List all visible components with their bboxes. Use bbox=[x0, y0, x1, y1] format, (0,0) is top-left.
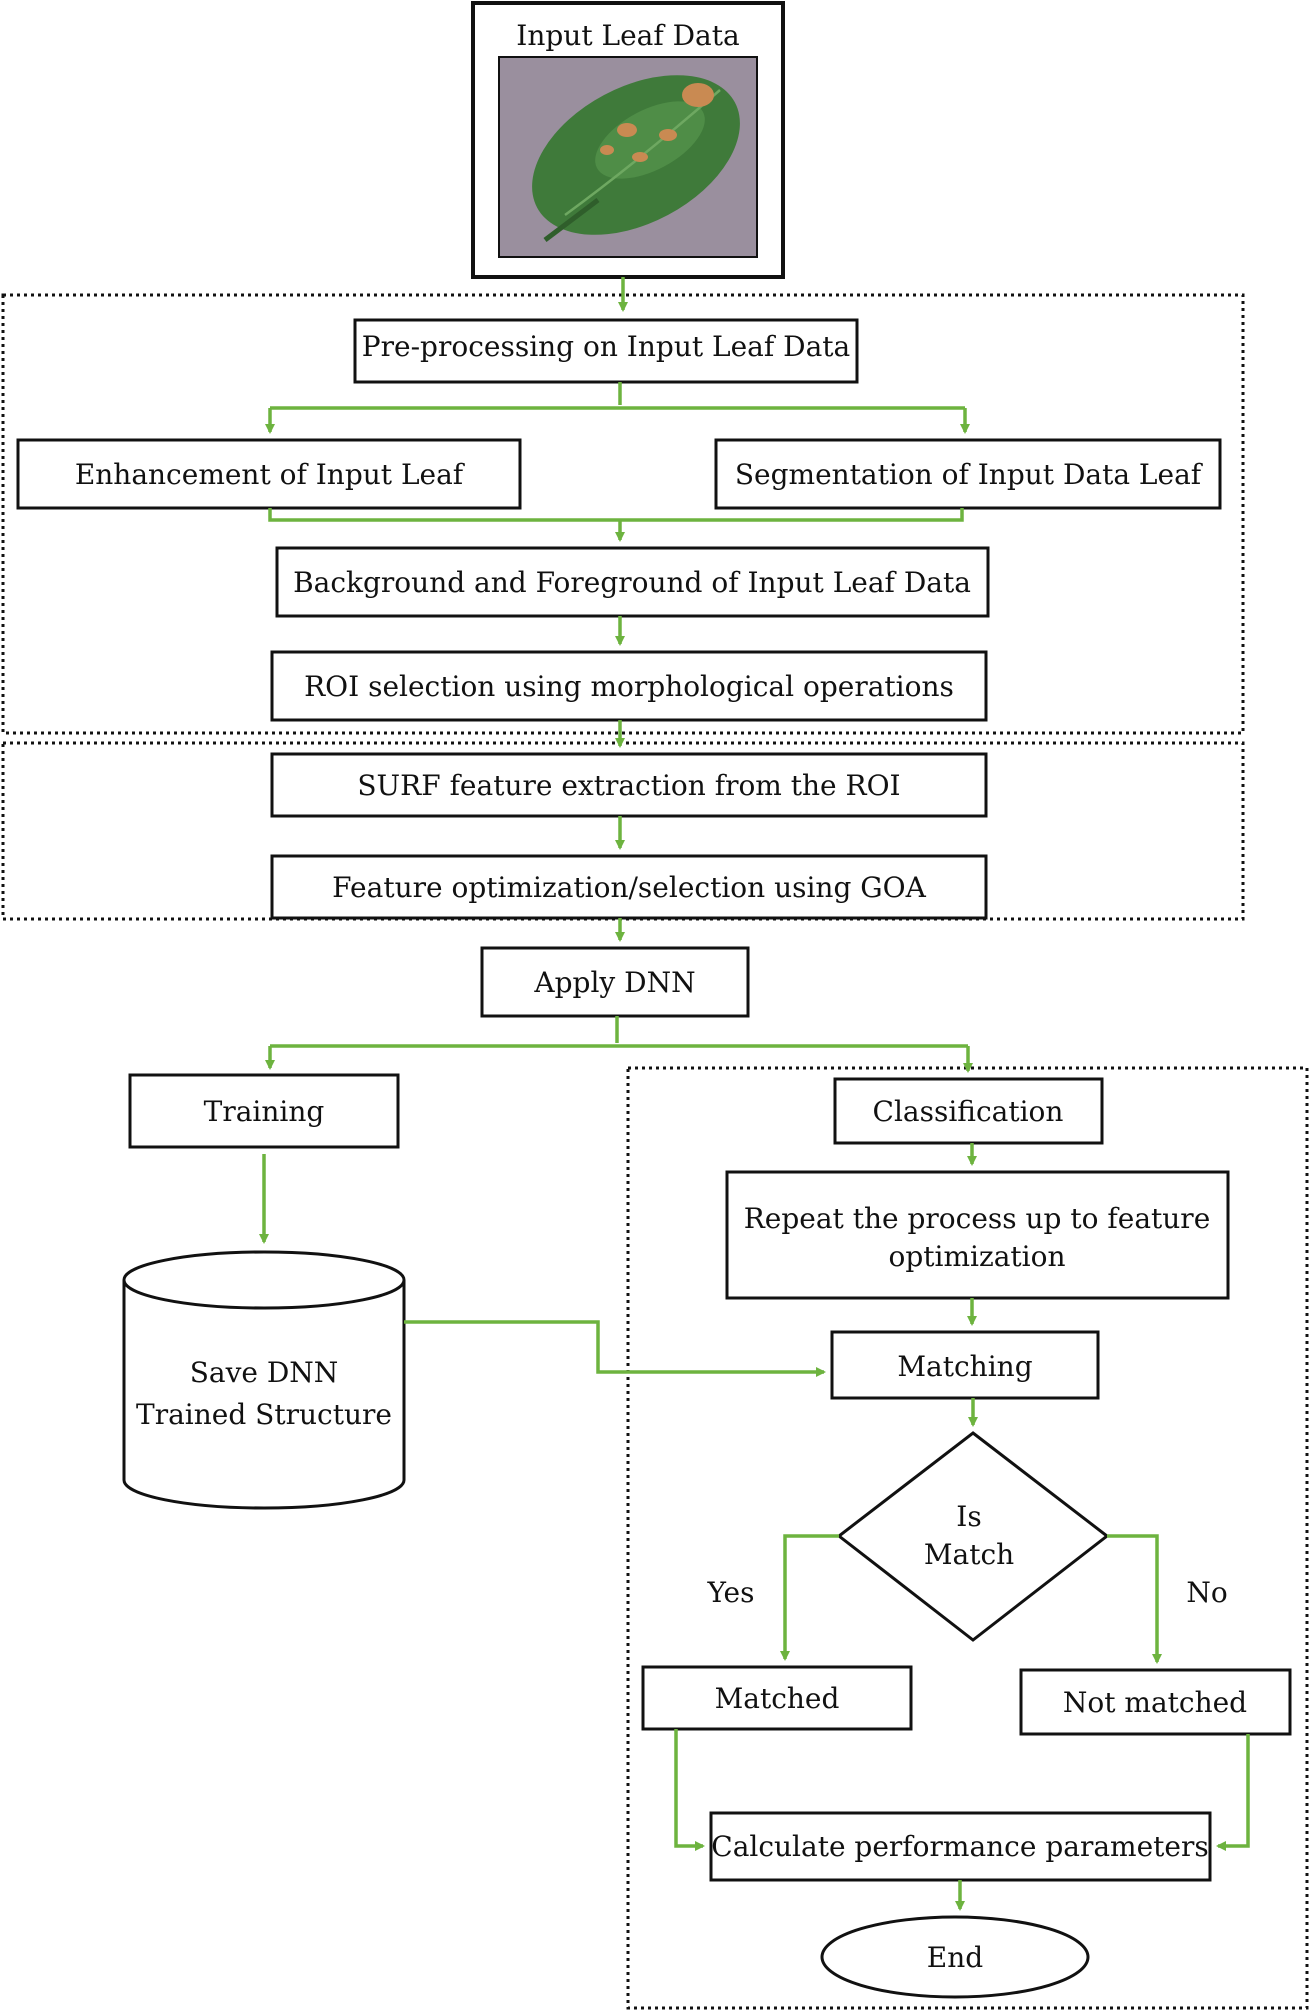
preprocessing-group-frame bbox=[1, 293, 1245, 735]
not-matched-node: Not matched bbox=[1019, 1668, 1292, 1736]
enhancement-label: Enhancement of Input Leaf bbox=[75, 458, 466, 491]
save-dnn-label-line2: Trained Structure bbox=[136, 1398, 392, 1431]
classification-label: Classification bbox=[873, 1095, 1064, 1128]
classification-node: Classification bbox=[833, 1077, 1104, 1145]
diseased-leaf-image bbox=[498, 56, 758, 258]
input-leaf-data-label: Input Leaf Data bbox=[516, 19, 739, 52]
matched-label: Matched bbox=[715, 1682, 840, 1715]
apply-dnn-label: Apply DNN bbox=[533, 966, 695, 999]
is-match-decision-node: Is Match bbox=[836, 1431, 1110, 1642]
arrow-save-to-matching bbox=[404, 1320, 826, 1377]
apply-dnn-node: Apply DNN bbox=[480, 946, 750, 1018]
roi-selection-label: ROI selection using morphological operat… bbox=[304, 670, 954, 703]
preprocessing-label: Pre-processing on Input Leaf Data bbox=[362, 330, 850, 363]
matching-label: Matching bbox=[897, 1350, 1032, 1383]
arrow-notmatched-to-calculate bbox=[1216, 1734, 1250, 1851]
training-node: Training bbox=[128, 1073, 400, 1149]
background-foreground-node: Background and Foreground of Input Leaf … bbox=[275, 546, 990, 618]
enhancement-node: Enhancement of Input Leaf bbox=[16, 438, 522, 510]
background-foreground-label: Background and Foreground of Input Leaf … bbox=[293, 566, 971, 599]
calculate-performance-node: Calculate performance parameters bbox=[709, 1811, 1212, 1882]
no-edge-label: No bbox=[1186, 1576, 1227, 1609]
repeat-process-label-line2: optimization bbox=[888, 1240, 1065, 1273]
segmentation-label: Segmentation of Input Data Leaf bbox=[735, 458, 1204, 491]
matching-node: Matching bbox=[830, 1330, 1100, 1400]
repeat-process-label-line1: Repeat the process up to feature bbox=[744, 1202, 1211, 1235]
line-merge-horizontal bbox=[268, 508, 964, 522]
segmentation-node: Segmentation of Input Data Leaf bbox=[714, 438, 1222, 510]
yes-edge-label: Yes bbox=[707, 1576, 755, 1609]
roi-selection-node: ROI selection using morphological operat… bbox=[270, 650, 988, 722]
training-label: Training bbox=[204, 1095, 325, 1128]
repeat-process-node: Repeat the process up to feature optimiz… bbox=[725, 1170, 1230, 1300]
matched-node: Matched bbox=[641, 1665, 913, 1731]
preprocessing-node: Pre-processing on Input Leaf Data bbox=[353, 318, 859, 384]
calculate-performance-label: Calculate performance parameters bbox=[711, 1830, 1208, 1863]
surf-extraction-label: SURF feature extraction from the ROI bbox=[357, 769, 900, 802]
arrow-decision-no bbox=[1107, 1534, 1162, 1664]
end-label: End bbox=[927, 1941, 983, 1974]
arrow-decision-yes bbox=[780, 1534, 839, 1661]
not-matched-label: Not matched bbox=[1063, 1686, 1247, 1719]
save-dnn-label-line1: Save DNN bbox=[190, 1356, 339, 1389]
end-node: End bbox=[820, 1915, 1090, 1999]
is-match-label-line1: Is bbox=[956, 1500, 981, 1533]
surf-extraction-node: SURF feature extraction from the ROI bbox=[270, 752, 988, 818]
save-dnn-database-node: Save DNN Trained Structure bbox=[122, 1250, 406, 1510]
input-leaf-data-node: Input Leaf Data bbox=[471, 1, 785, 279]
classification-group-frame bbox=[626, 1066, 1309, 2010]
feature-optimization-label: Feature optimization/selection using GOA bbox=[332, 871, 926, 904]
feature-optimization-node: Feature optimization/selection using GOA bbox=[270, 854, 988, 920]
feature-group-frame bbox=[1, 741, 1245, 921]
connector-lines bbox=[259, 277, 1250, 1911]
is-match-label-line2: Match bbox=[924, 1538, 1014, 1571]
arrow-matched-to-calculate bbox=[674, 1729, 705, 1851]
